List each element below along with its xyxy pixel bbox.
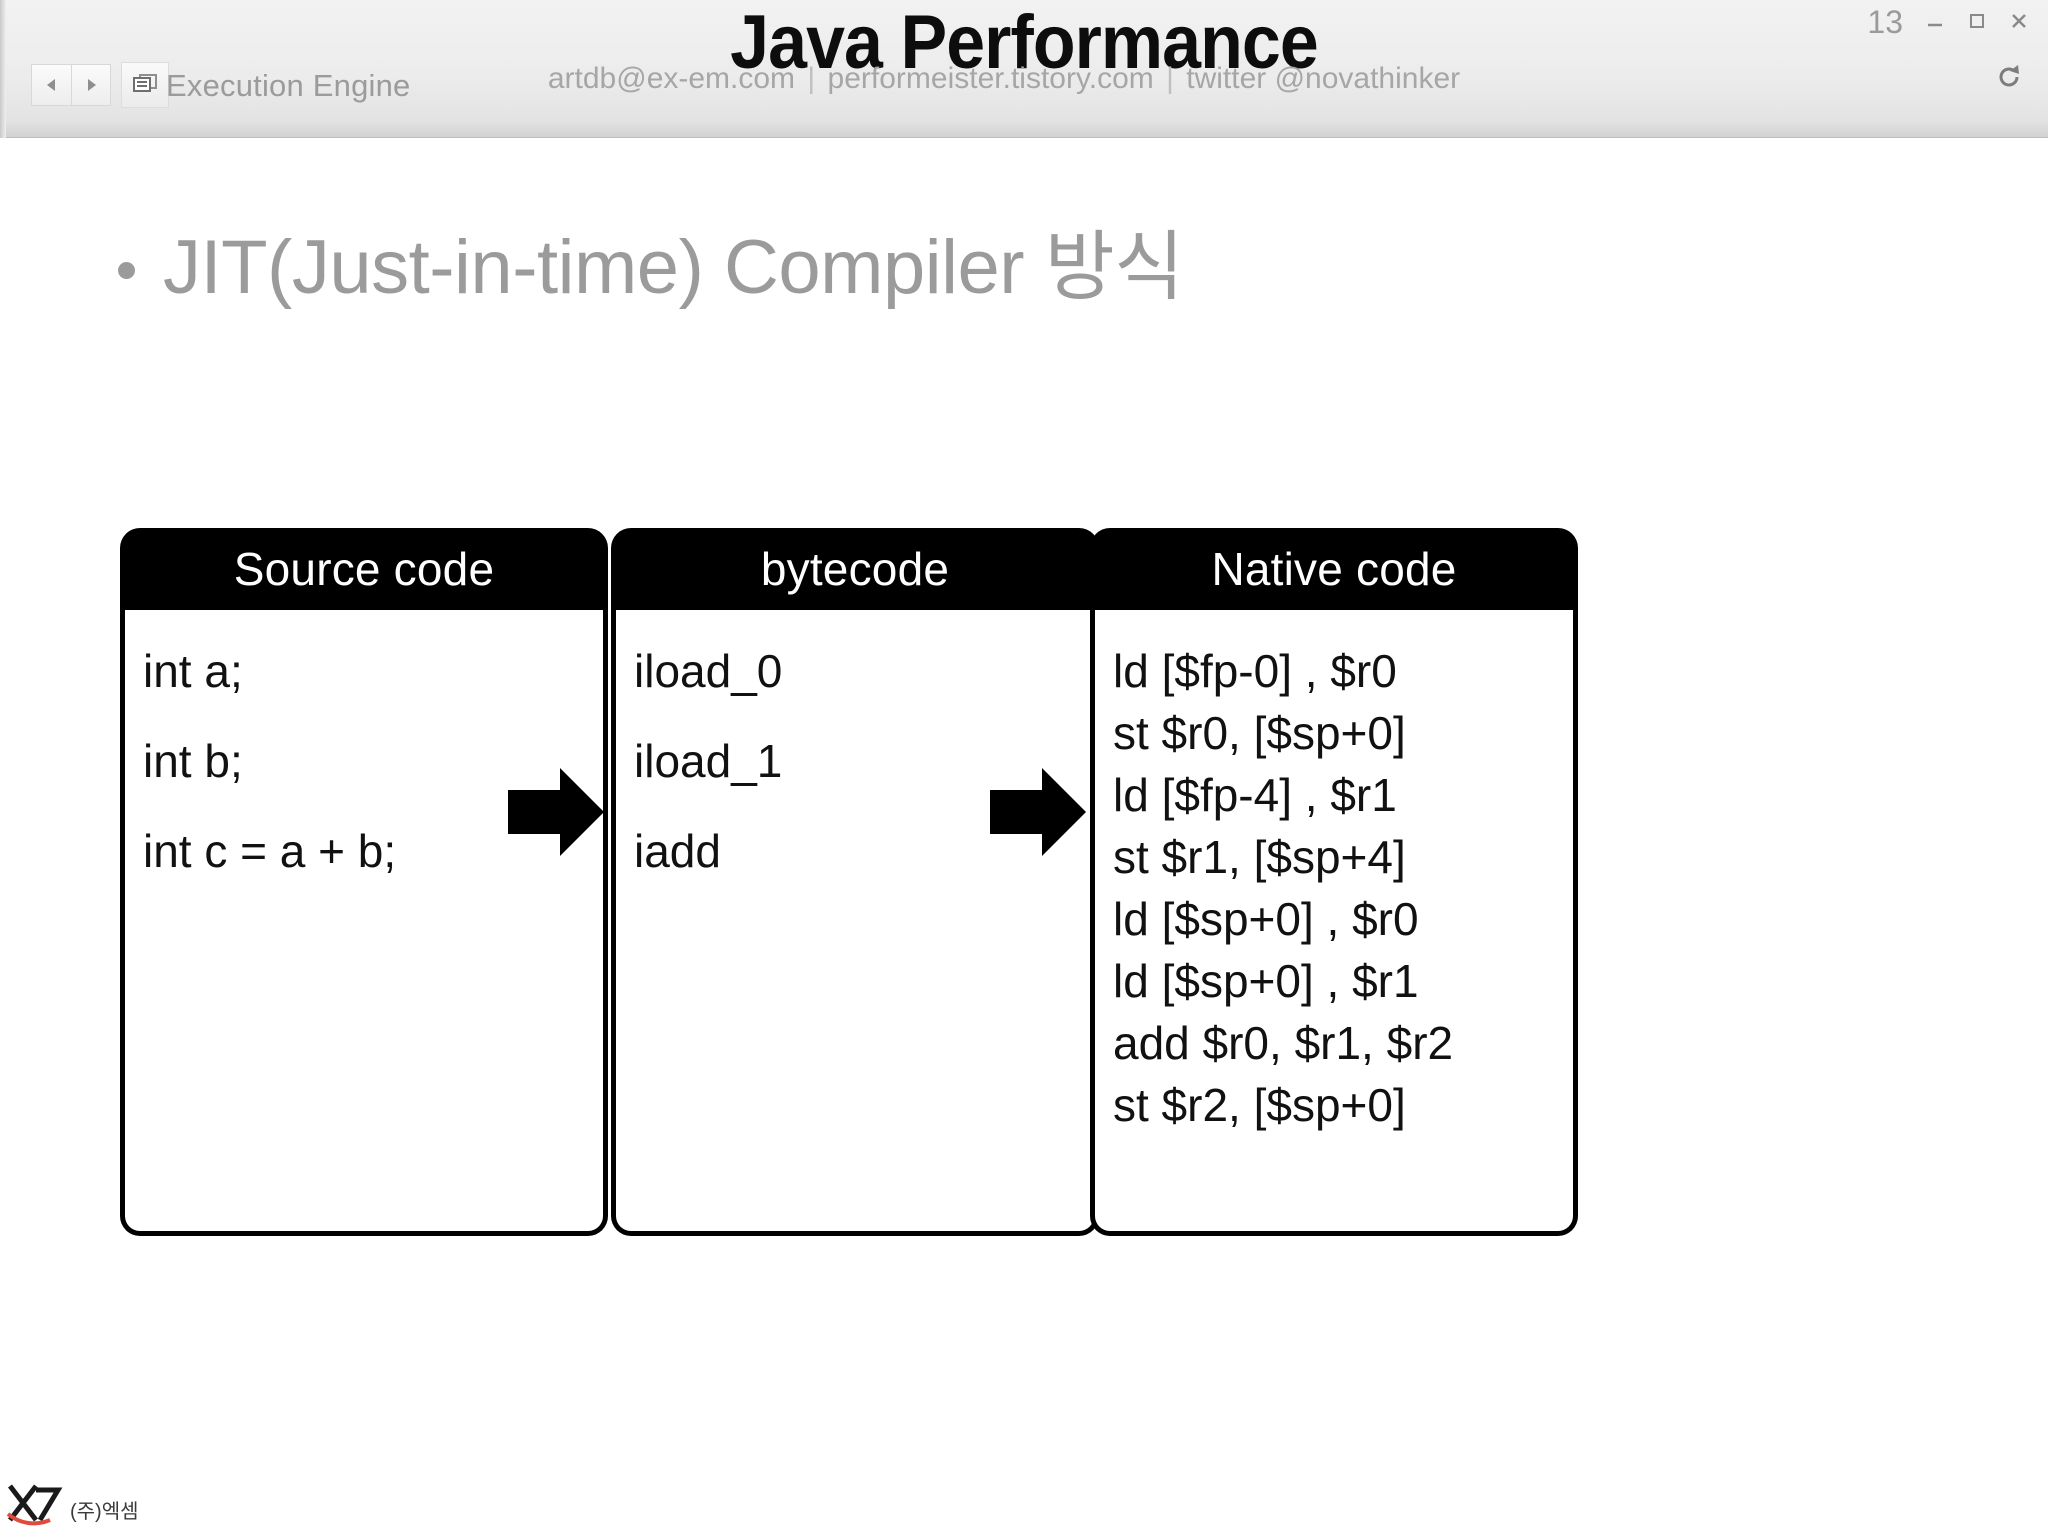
- minimize-button[interactable]: [1922, 8, 1948, 34]
- code-line: ld [$fp-4] , $r1: [1113, 769, 1397, 821]
- code-line: int a;: [143, 645, 243, 697]
- footer-logo: (주)엑셈: [6, 1480, 139, 1532]
- right-arrow-icon: [990, 768, 1086, 862]
- deck-title: Java Performance: [730, 0, 1319, 85]
- slide-canvas: JIT(Just-in-time) Compiler 방식 Source cod…: [0, 138, 2048, 1536]
- contact-blog: performeister.tistory.com: [827, 62, 1154, 95]
- code-line: ld [$sp+0] , $r1: [1113, 955, 1419, 1007]
- refresh-icon: [1994, 62, 2024, 97]
- triangle-right-icon: [83, 77, 99, 93]
- panel-body-source-code: int a; int b; int c = a + b;: [120, 610, 608, 1236]
- maximize-button[interactable]: [1964, 8, 1990, 34]
- right-arrow-icon: [508, 768, 604, 862]
- viewer-chrome: Execution Engine Java Performance artdb@…: [0, 0, 2048, 138]
- code-line: iload_1: [634, 735, 783, 787]
- bullet-text: JIT(Just-in-time) Compiler 방식: [163, 225, 1184, 310]
- contact-separator-1: |: [807, 62, 816, 95]
- code-line: st $r2, [$sp+0]: [1113, 1079, 1406, 1131]
- code-line: int b;: [143, 735, 243, 787]
- code-line: iload_0: [634, 645, 783, 697]
- panel-native-code: Native code ld [$fp-0] , $r0 st $r0, [$s…: [1090, 528, 1578, 1236]
- code-line: add $r0, $r1, $r2: [1113, 1017, 1454, 1069]
- panel-body-native-code: ld [$fp-0] , $r0 st $r0, [$sp+0] ld [$fp…: [1090, 610, 1578, 1236]
- code-line: iadd: [634, 825, 721, 877]
- footer-logo-caption: (주)엑셈: [70, 1501, 139, 1523]
- code-line: ld [$fp-0] , $r0: [1113, 645, 1397, 697]
- bullet-row: JIT(Just-in-time) Compiler 방식: [118, 226, 1184, 310]
- window-controls: [1922, 8, 2032, 34]
- code-line: st $r1, [$sp+4]: [1113, 831, 1406, 883]
- contact-line: artdb@ex-em.com | performeister.tistory.…: [0, 62, 2048, 96]
- prev-next-button-pair: [31, 64, 111, 106]
- previous-slide-button[interactable]: [31, 64, 71, 106]
- section-label: Execution Engine: [166, 68, 411, 103]
- code-line: st $r0, [$sp+0]: [1113, 707, 1406, 759]
- next-slide-button[interactable]: [71, 64, 111, 106]
- contact-separator-2: |: [1166, 62, 1174, 95]
- arrow-bytecode-to-native: [990, 766, 1086, 858]
- arrow-source-to-bytecode: [508, 766, 604, 858]
- triangle-left-icon: [44, 77, 60, 93]
- code-line: ld [$sp+0] , $r0: [1113, 893, 1419, 945]
- chrome-left-edge: [0, 0, 6, 138]
- contact-twitter: twitter @novathinker: [1186, 62, 1461, 95]
- pipeline-diagram: Source code int a; int b; int c = a + b;…: [0, 138, 2048, 1536]
- bullet-marker-icon: [118, 262, 135, 279]
- refresh-button[interactable]: [1988, 58, 2030, 100]
- slideshow-view-button[interactable]: [121, 62, 169, 108]
- exem-x-logo-icon: [6, 1480, 64, 1532]
- slideshow-window-icon: [131, 69, 159, 102]
- panel-title-bytecode: bytecode: [611, 528, 1099, 610]
- close-button[interactable]: [2006, 8, 2032, 34]
- navigation-group: [31, 62, 169, 108]
- panel-body-bytecode: iload_0 iload_1 iadd: [611, 610, 1099, 1236]
- code-line: int c = a + b;: [143, 825, 397, 877]
- page-number: 13: [1867, 4, 1903, 40]
- panel-title-native-code: Native code: [1090, 528, 1578, 610]
- panel-title-source-code: Source code: [120, 528, 608, 610]
- contact-email: artdb@ex-em.com: [547, 62, 796, 95]
- panel-source-code: Source code int a; int b; int c = a + b;: [120, 528, 608, 1236]
